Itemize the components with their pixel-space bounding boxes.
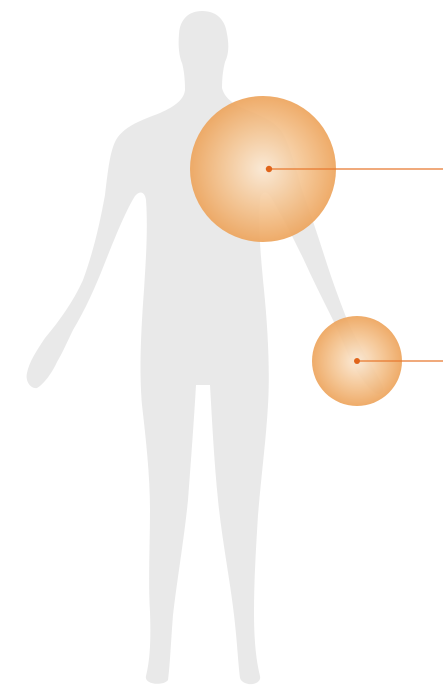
hand-marker-dot	[354, 358, 360, 364]
shoulder-marker-dot	[266, 166, 272, 172]
